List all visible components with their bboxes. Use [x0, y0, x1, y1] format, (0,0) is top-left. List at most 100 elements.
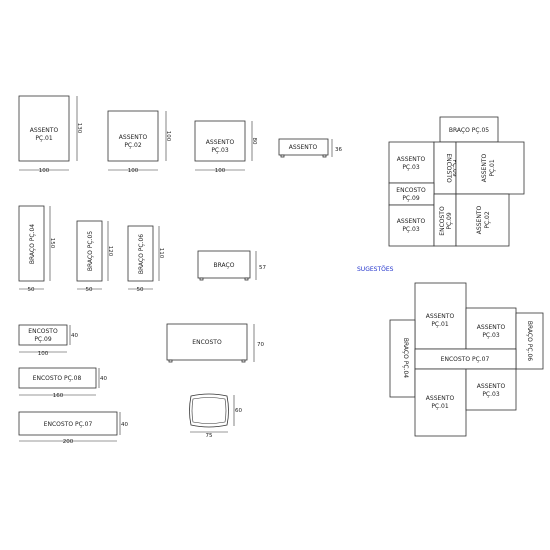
encosto-08-label: ENCOSTO PÇ.08: [33, 375, 82, 382]
layout-a-encosto-09-h-label-1: ENCOSTO: [396, 187, 426, 194]
encosto-07-shape: [18, 411, 118, 436]
cushion-inner-seam: [191, 397, 227, 424]
piece-assento-01: ASSENTO PÇ.01 100 130: [18, 95, 82, 174]
layout-b-assento-01-top-label-1: ASSENTO: [426, 313, 455, 320]
braco-side-shape: [197, 250, 251, 279]
assento-01-shape: [18, 95, 70, 162]
layout-a-assento-02-label-1: ASSENTO: [476, 206, 483, 235]
braco-05-shape: [76, 220, 103, 282]
braco-04-shape: [18, 205, 45, 282]
encosto-side-shape: [166, 323, 248, 361]
encosto-08-shape: [18, 367, 97, 389]
suggestion-layout-a: BRAÇO PÇ.05 ASSENTO PÇ.03 ENCOSTO PÇ.09 …: [388, 116, 525, 247]
assento-side-shape: [278, 138, 329, 156]
braco-side-foot-right: [244, 277, 249, 281]
assento-02-dim-h: 100: [165, 131, 171, 142]
layout-b-assento-01-bottom-label-1: ASSENTO: [426, 395, 455, 402]
assento-02-label-1: ASSENTO: [119, 134, 148, 141]
piece-encosto-side: ENCOSTO 70: [166, 323, 264, 363]
layout-a-assento-01-label-2: PÇ.01: [489, 159, 496, 177]
assento-side-foot-right: [322, 154, 327, 158]
layout-a-encosto-09-v2-label-1: ENCOSTO: [439, 206, 446, 236]
braco-side-foot-left: [199, 277, 204, 281]
assento-02-shape: [107, 110, 159, 162]
encosto-09-dim-h: 40: [71, 333, 78, 339]
assento-01-label-1: ASSENTO: [30, 127, 59, 134]
assento-02-label-2: PÇ.02: [124, 142, 142, 149]
layout-a-assento-03-bottom-label-1: ASSENTO: [397, 218, 426, 225]
piece-assento-03: ASSENTO PÇ.03 100 80: [194, 120, 257, 174]
layout-a-braco-05: [439, 116, 499, 143]
layout-a-encosto-09-v1-label-1: ENCOSTO: [445, 153, 452, 183]
layout-a-braco-05-label: BRAÇO PÇ.05: [449, 127, 489, 134]
layout-b-braco-04: [389, 319, 416, 398]
suggestions-label: SUGESTÕES: [357, 266, 394, 273]
braco-05-label: BRAÇO PÇ.05: [87, 231, 94, 271]
piece-braco-06: BRAÇO PÇ.06 50 110: [127, 225, 164, 293]
assento-03-dim-w: 100: [215, 168, 226, 174]
assento-01-label-2: PÇ.01: [35, 135, 53, 142]
piece-encosto-09: ENCOSTO PÇ.09 100 40: [18, 324, 78, 357]
layout-a-assento-01: [455, 141, 525, 195]
layout-a-assento-01-label-1: ASSENTO: [481, 154, 488, 183]
piece-braco-04: BRAÇO PÇ.04 50 150: [18, 205, 55, 293]
layout-a-assento-03-top-label-1: ASSENTO: [397, 156, 426, 163]
braco-06-dim-w: 50: [137, 287, 144, 293]
encosto-side-foot-left: [168, 359, 173, 363]
layout-b-assento-01-top: [414, 282, 467, 350]
cushion-dim-w: 75: [206, 433, 213, 439]
piece-braco-05: BRAÇO PÇ.05 50 120: [76, 220, 113, 293]
piece-assento-side: ASSENTO 36: [278, 138, 342, 158]
layout-b-assento-03-top-label-1: ASSENTO: [477, 324, 506, 331]
braco-06-label: BRAÇO PÇ.06: [138, 234, 145, 274]
piece-encosto-08: ENCOSTO PÇ.08 160 40: [18, 367, 107, 399]
assento-03-label-1: ASSENTO: [206, 139, 235, 146]
layout-b-braco-04-label: BRAÇO PÇ.04: [402, 338, 409, 378]
piece-cushion: 75 60: [189, 393, 242, 439]
braco-side-label: BRAÇO: [214, 262, 235, 269]
layout-b-assento-03-bottom-label-2: PÇ.03: [482, 391, 500, 398]
layout-a-assento-02: [455, 193, 510, 247]
encosto-09-label-2: PÇ.09: [34, 336, 52, 343]
braco-05-dim-h: 120: [107, 246, 113, 257]
assento-side-label: ASSENTO: [289, 144, 318, 151]
layout-b-assento-01-bottom: [414, 368, 467, 437]
braco-04-dim-h: 150: [49, 238, 55, 249]
encosto-07-dim-w: 200: [63, 439, 74, 445]
braco-side-dim-h: 57: [259, 265, 266, 271]
piece-braco-side: BRAÇO 57: [197, 250, 266, 281]
braco-06-shape: [127, 225, 154, 282]
encosto-09-shape: [18, 324, 68, 346]
cushion-shape: [189, 393, 229, 428]
layout-a-encosto-09-v2-label-2: PÇ.09: [446, 212, 453, 230]
encosto-side-label: ENCOSTO: [192, 339, 222, 346]
layout-b-assento-01-bottom-label-2: PÇ.01: [431, 403, 449, 410]
layout-b-assento-01-top-label-2: PÇ.01: [431, 321, 449, 328]
layout-b-assento-03-bottom-label-1: ASSENTO: [477, 383, 506, 390]
encosto-side-dim-h: 70: [257, 342, 264, 348]
layout-b-assento-03-top-label-2: PÇ.03: [482, 332, 500, 339]
braco-04-label: BRAÇO PÇ.04: [29, 224, 36, 264]
braco-06-dim-h: 110: [158, 248, 164, 259]
layout-a-assento-03-top: [388, 141, 435, 184]
layout-b-braco-06-label: BRAÇO PÇ.06: [526, 321, 533, 361]
layout-a-encosto-09-v1-label-2: PÇ.09: [451, 159, 458, 177]
assento-01-dim-h: 130: [76, 123, 82, 134]
piece-assento-02: ASSENTO PÇ.02 100 100: [107, 110, 171, 174]
assento-03-shape: [194, 120, 246, 162]
assento-side-foot-left: [280, 154, 285, 158]
assento-03-label-2: PÇ.03: [211, 147, 229, 154]
encosto-09-label-1: ENCOSTO: [28, 328, 58, 335]
layout-a-assento-03-bottom-label-2: PÇ.03: [402, 226, 420, 233]
braco-04-dim-w: 50: [28, 287, 35, 293]
layout-a-assento-03-top-label-2: PÇ.03: [402, 164, 420, 171]
assento-side-dim-h: 36: [335, 147, 342, 153]
assento-03-dim-h: 80: [251, 138, 257, 145]
layout-a-encosto-09-h-label-2: PÇ.09: [402, 195, 420, 202]
encosto-09-dim-w: 100: [38, 351, 49, 357]
encosto-side-foot-right: [241, 359, 246, 363]
suggestion-layout-b: ASSENTO PÇ.01 ASSENTO PÇ.03 BRAÇO PÇ.06 …: [389, 282, 544, 437]
assento-01-dim-w: 100: [39, 168, 50, 174]
layout-a-assento-02-label-2: PÇ.02: [484, 211, 491, 229]
